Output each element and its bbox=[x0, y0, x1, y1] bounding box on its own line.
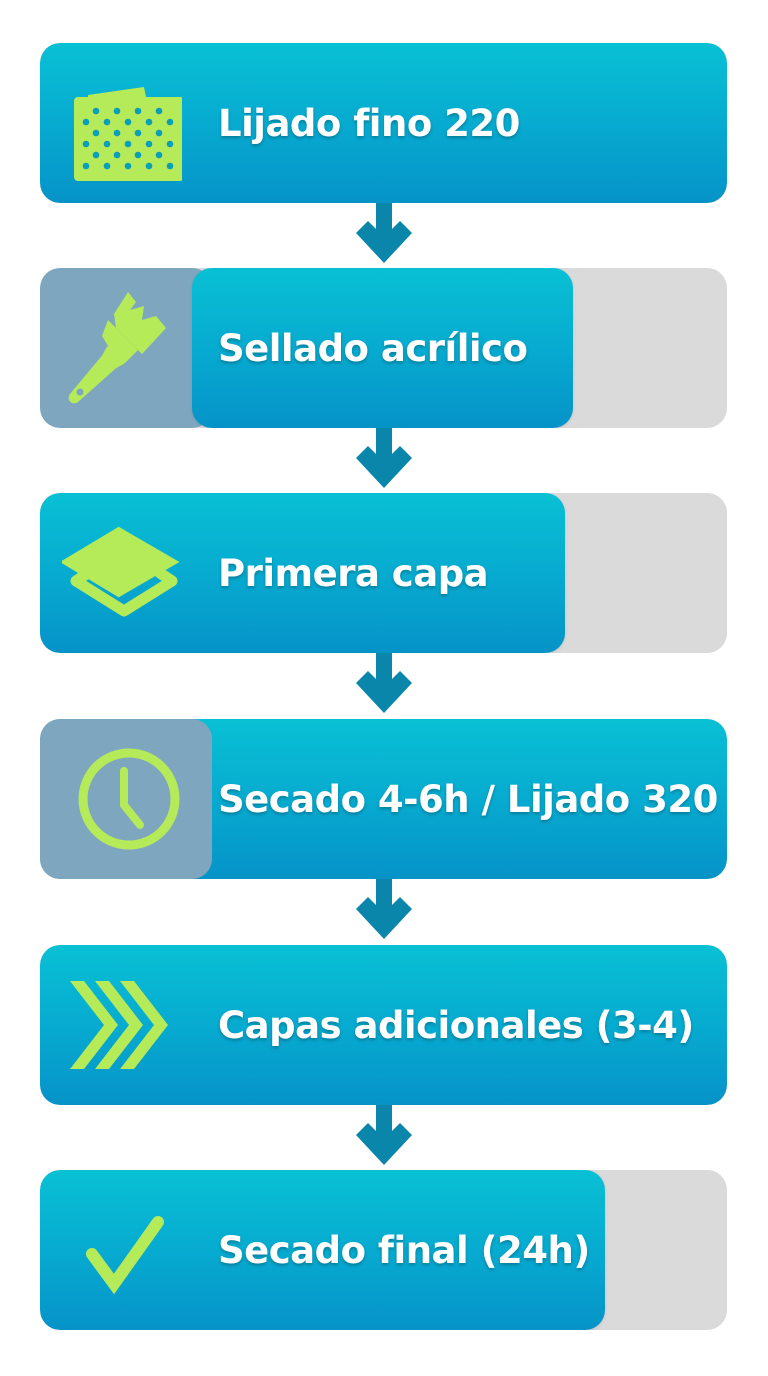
step-label: Capas adicionales (3-4) bbox=[218, 1003, 694, 1047]
step-secado-final: Secado final (24h) bbox=[40, 1170, 727, 1330]
step-label: Primera capa bbox=[218, 551, 489, 595]
step-lijado-fino: Lijado fino 220 bbox=[40, 43, 727, 203]
step-primera-capa: Primera capa bbox=[40, 493, 727, 653]
layers-icon bbox=[62, 515, 182, 631]
clock-icon bbox=[62, 741, 182, 857]
triple-chevron-icon bbox=[62, 967, 182, 1083]
paintbrush-icon bbox=[62, 290, 182, 406]
step-label: Secado 4-6h / Lijado 320 bbox=[218, 777, 718, 821]
sandpaper-icon bbox=[62, 65, 182, 181]
step-label: Secado final (24h) bbox=[218, 1228, 590, 1272]
arrow-down-icon bbox=[356, 653, 412, 713]
step-capas-adicionales: Capas adicionales (3-4) bbox=[40, 945, 727, 1105]
arrow-down-icon bbox=[356, 1105, 412, 1165]
step-secado-lijado: Secado 4-6h / Lijado 320 bbox=[40, 719, 727, 879]
arrow-down-icon bbox=[356, 879, 412, 939]
step-label: Lijado fino 220 bbox=[218, 101, 520, 145]
arrow-down-icon bbox=[356, 203, 412, 263]
arrow-down-icon bbox=[356, 428, 412, 488]
checkmark-icon bbox=[62, 1192, 182, 1308]
step-fill bbox=[192, 268, 573, 428]
step-sellado-acrilico: Sellado acrílico bbox=[40, 268, 727, 428]
step-label: Sellado acrílico bbox=[218, 326, 528, 370]
